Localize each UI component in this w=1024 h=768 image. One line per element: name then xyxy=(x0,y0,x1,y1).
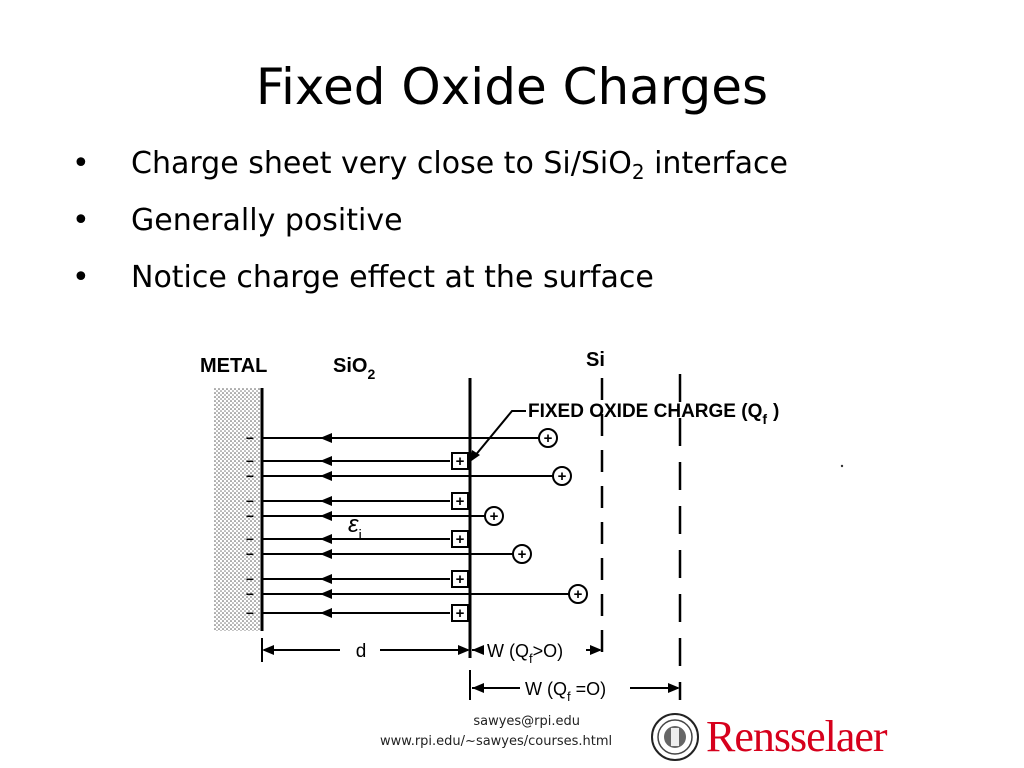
fixed-oxide-charge-diagram: METAL SiO2 Si −−−−−−−−−− +++++ +++++ FIX… xyxy=(200,349,844,704)
fixed-charge-box: + xyxy=(451,492,469,510)
silicon-charges: + + + + + xyxy=(484,428,588,604)
svg-text:+: + xyxy=(456,493,465,510)
fixed-charge-box: + xyxy=(451,570,469,588)
fixed-charge-box: + xyxy=(451,604,469,622)
silicon-positive-charge: + xyxy=(538,428,558,448)
rensselaer-logo: Rensselaer xyxy=(706,712,888,761)
metal-negative-charge: − xyxy=(246,586,254,602)
sio2-label: SiO2 xyxy=(333,355,375,382)
metal-charges: −−−−−−−−−− xyxy=(246,430,254,621)
silicon-positive-charge: + xyxy=(512,544,532,564)
callout-arrowhead xyxy=(470,450,480,462)
metal-negative-charge: − xyxy=(246,605,254,621)
fixed-charge-box: + xyxy=(451,452,469,470)
field-arrowhead xyxy=(320,608,332,618)
fixed-charge-box: + xyxy=(451,530,469,548)
metal-label: METAL xyxy=(200,355,267,377)
silicon-positive-charge: + xyxy=(568,584,588,604)
field-label: εi xyxy=(348,511,362,544)
footer-url: www.rpi.edu/~sawyes/courses.html xyxy=(380,734,613,749)
bullet-text: Notice charge effect at the surface xyxy=(131,260,654,295)
footer-email: sawyes@rpi.edu xyxy=(473,714,580,729)
metal-negative-charge: − xyxy=(246,531,254,547)
svg-text:+: + xyxy=(456,531,465,548)
metal-negative-charge: − xyxy=(246,453,254,469)
metal-negative-charge: − xyxy=(246,508,254,524)
field-arrowhead xyxy=(320,471,332,481)
bullet-marker: • xyxy=(72,260,90,295)
metal-negative-charge: − xyxy=(246,430,254,446)
field-lines xyxy=(262,433,570,618)
fixed-oxide-charge-label: FIXED OXIDE CHARGE (Qf) xyxy=(528,401,779,427)
metal-negative-charge: − xyxy=(246,468,254,484)
dimension-d: d xyxy=(261,638,470,662)
bullet-text: Generally positive xyxy=(131,203,403,238)
svg-text:+: + xyxy=(456,453,465,470)
dimension-w-zero-label: W (Qf =O) xyxy=(525,679,606,704)
metal-electrode xyxy=(214,388,260,631)
field-arrowhead xyxy=(320,496,332,506)
dimension-d-label: d xyxy=(356,641,367,662)
svg-text:+: + xyxy=(558,468,567,485)
field-arrowhead xyxy=(320,534,332,544)
fixed-oxide-charges: + + + + + xyxy=(451,452,469,622)
bullet-marker: • xyxy=(72,146,90,181)
svg-text:+: + xyxy=(456,605,465,622)
field-arrowhead xyxy=(320,433,332,443)
field-arrowhead xyxy=(320,456,332,466)
silicon-positive-charge: + xyxy=(552,466,572,486)
field-arrowhead xyxy=(320,511,332,521)
bullet-text: Charge sheet very close to Si/SiO2 inter… xyxy=(131,146,788,184)
dimension-w-positive: W (Qf>O) xyxy=(472,641,602,666)
slide-title: Fixed Oxide Charges xyxy=(255,58,769,116)
metal-negative-charge: − xyxy=(246,571,254,587)
si-label: Si xyxy=(586,349,605,371)
dimension-w-zero: W (Qf =O) xyxy=(469,670,680,704)
scan-speck xyxy=(840,464,844,468)
svg-text:+: + xyxy=(456,571,465,588)
metal-negative-charge: − xyxy=(246,493,254,509)
svg-text:+: + xyxy=(518,546,527,563)
svg-text:+: + xyxy=(574,586,583,603)
rpi-seal-icon xyxy=(651,713,699,761)
metal-negative-charge: − xyxy=(246,546,254,562)
bullet-marker: • xyxy=(72,203,90,238)
field-arrowhead xyxy=(320,549,332,559)
field-arrowhead xyxy=(320,574,332,584)
field-arrowhead xyxy=(320,589,332,599)
svg-text:+: + xyxy=(490,508,499,525)
footer-contact: sawyes@rpi.edu www.rpi.edu/~sawyes/cours… xyxy=(380,712,613,752)
dimension-w-positive-label: W (Qf>O) xyxy=(487,641,563,666)
svg-text:+: + xyxy=(544,430,553,447)
fixed-oxide-charge-callout xyxy=(473,410,526,458)
silicon-positive-charge: + xyxy=(484,506,504,526)
